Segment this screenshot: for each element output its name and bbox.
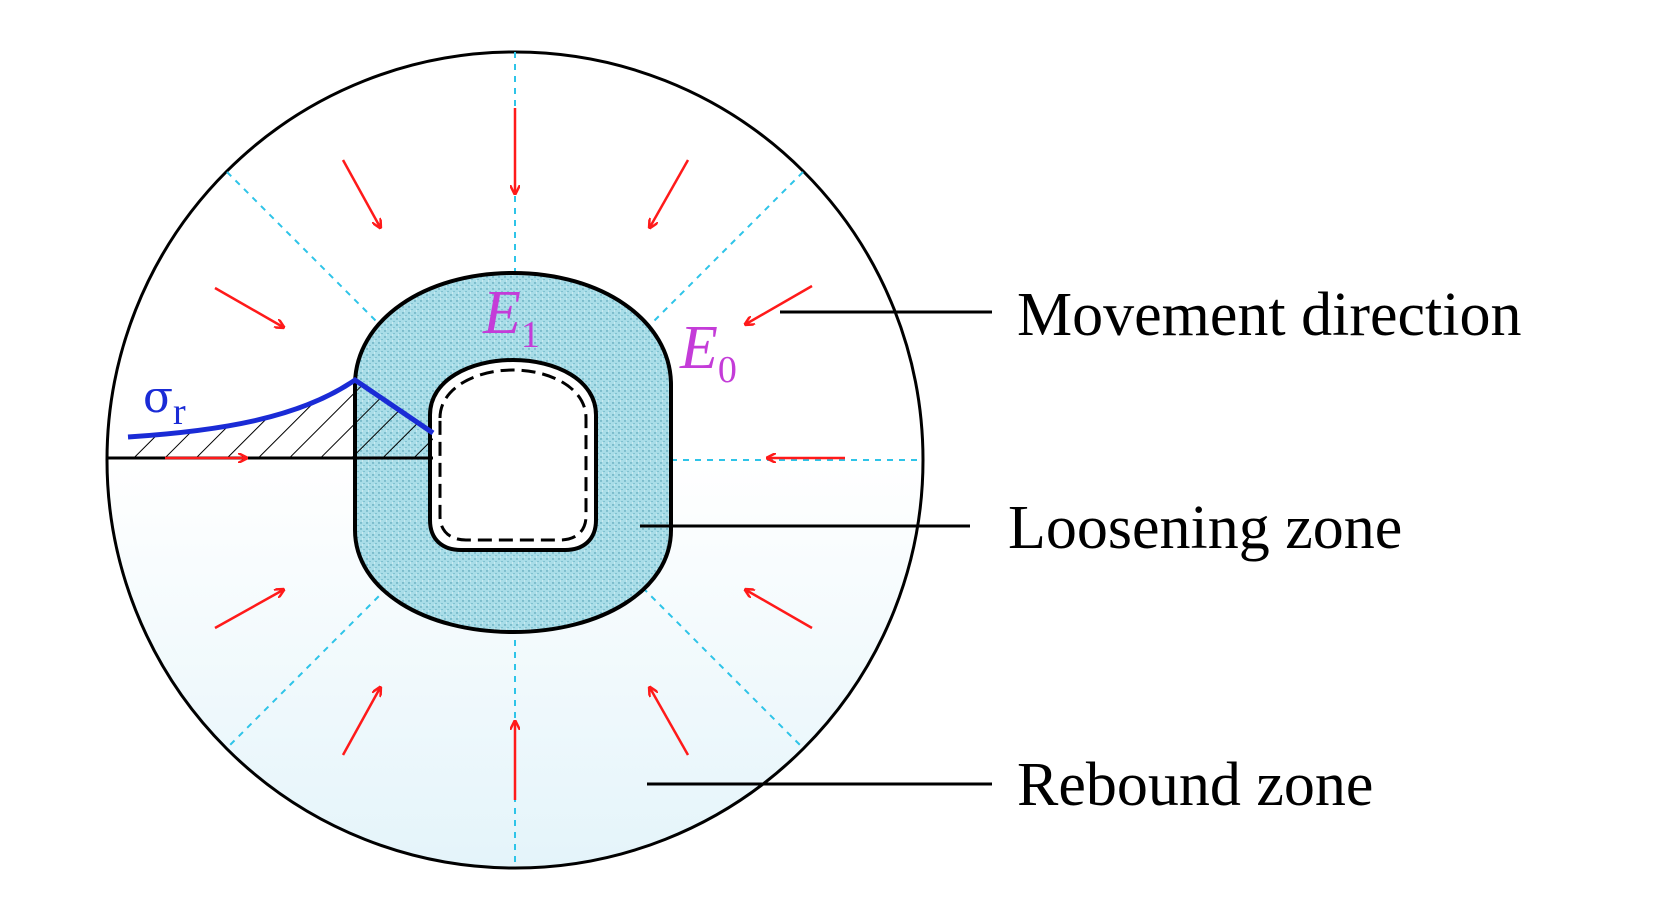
tunnel-opening bbox=[428, 357, 598, 552]
radial-stress-curve bbox=[127, 376, 435, 440]
movement-arrow bbox=[746, 590, 813, 630]
movement-arrow bbox=[341, 688, 380, 756]
movement-arrow bbox=[214, 590, 283, 630]
sigma-r-symbol: σr bbox=[143, 372, 186, 433]
movement-arrows bbox=[165, 108, 845, 800]
movement-arrow bbox=[650, 159, 690, 227]
movement-direction-label: Movement direction bbox=[1017, 281, 1521, 349]
e1-symbol: E1 bbox=[482, 279, 540, 356]
rebound-zone-label: Rebound zone bbox=[1017, 751, 1373, 819]
loosening-zone-label: Loosening zone bbox=[1008, 494, 1402, 562]
movement-arrow bbox=[214, 286, 283, 327]
movement-arrow bbox=[341, 159, 380, 227]
movement-arrow bbox=[746, 284, 813, 324]
movement-arrow bbox=[650, 688, 690, 756]
e0-symbol: E0 bbox=[679, 314, 737, 391]
